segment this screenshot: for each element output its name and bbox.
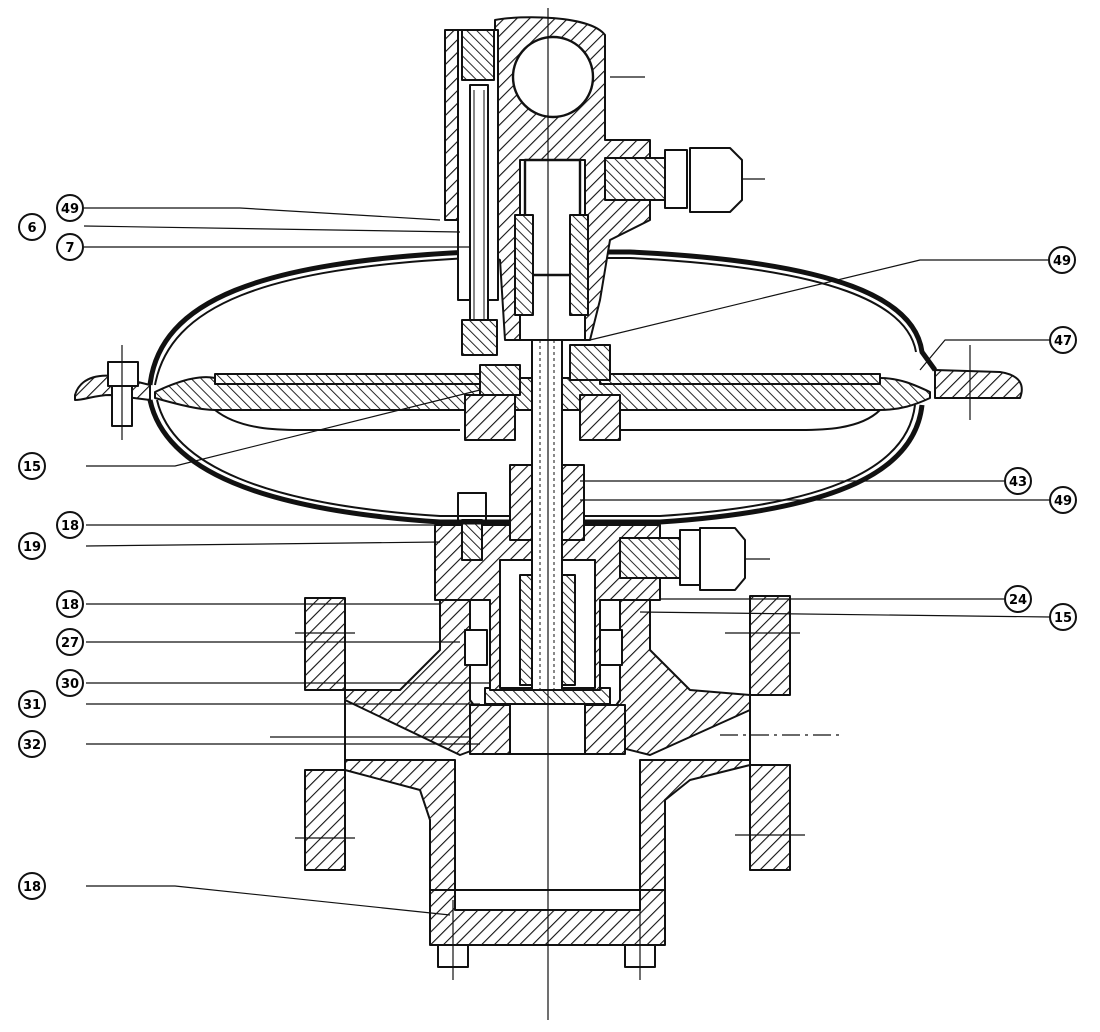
callout-label: 24	[1009, 593, 1027, 608]
callout-15-right: 15	[1049, 603, 1077, 631]
callout-18-b: 18	[56, 590, 84, 618]
upper-housing	[444, 16, 765, 356]
callout-label: 43	[1009, 475, 1027, 490]
callouts-right: 49 47 43 49 24 15	[1004, 246, 1077, 631]
callout-label: 15	[1054, 611, 1072, 626]
callout-label: 30	[61, 677, 79, 692]
callout-label: 27	[61, 636, 79, 651]
callout-49-right-top: 49	[1048, 246, 1076, 274]
callout-label: 15	[23, 460, 41, 475]
callout-49-right: 49	[1049, 486, 1077, 514]
callout-31: 31	[18, 690, 46, 718]
callout-7: 7	[56, 233, 84, 261]
callout-label: 7	[65, 241, 74, 256]
callouts-left: 49 6 7 15 18 19 18 27	[18, 194, 84, 900]
callout-label: 47	[1054, 334, 1072, 349]
callout-47: 47	[1049, 326, 1077, 354]
callout-label: 32	[23, 738, 41, 753]
callout-label: 19	[23, 540, 41, 555]
callout-label: 18	[23, 880, 41, 895]
callout-label: 49	[1053, 254, 1071, 269]
callout-label: 49	[1054, 494, 1072, 509]
callout-24: 24	[1004, 585, 1032, 613]
callout-19: 19	[18, 532, 46, 560]
callout-6: 6	[18, 213, 46, 241]
callout-18-a: 18	[56, 511, 84, 539]
callout-15-left: 15	[18, 452, 46, 480]
callout-32: 32	[18, 730, 46, 758]
pipe-fitting-upper	[604, 147, 765, 213]
spindle	[509, 339, 585, 691]
callout-label: 18	[61, 519, 79, 534]
callout-label: 49	[61, 202, 79, 217]
callout-27: 27	[56, 628, 84, 656]
callout-49-top-left: 49	[56, 194, 84, 222]
callout-30: 30	[56, 669, 84, 697]
callout-label: 6	[27, 221, 36, 236]
pipe-bore	[511, 35, 595, 119]
outlet-flange	[749, 595, 791, 871]
callout-18-bottom: 18	[18, 872, 46, 900]
pipe-fitting-lower	[619, 527, 770, 591]
inlet-flange	[304, 597, 346, 871]
leader-lines	[83, 207, 1051, 916]
callout-43: 43	[1004, 467, 1032, 495]
callout-label: 18	[61, 598, 79, 613]
callout-label: 31	[23, 698, 41, 713]
